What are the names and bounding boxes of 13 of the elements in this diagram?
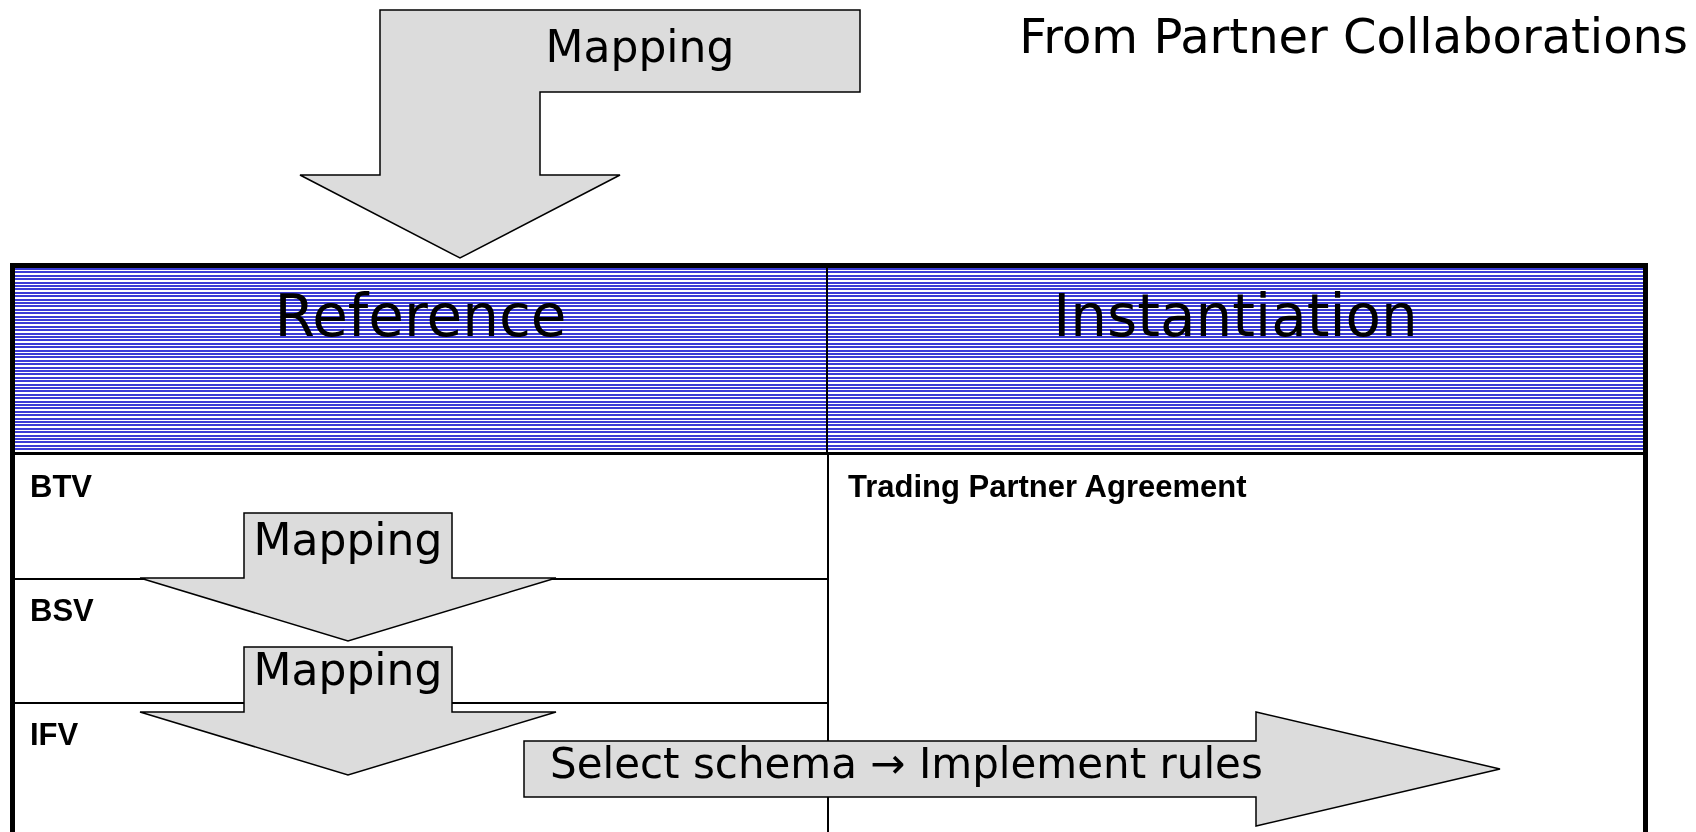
row-label: BTV — [30, 469, 92, 504]
edge-label: Mapping — [252, 517, 444, 564]
edge-label: Mapping — [544, 24, 736, 71]
block-arrow — [299, 9, 861, 259]
block-arrow — [139, 512, 557, 642]
row-label: BSV — [30, 593, 94, 628]
title: From Partner Collaborations — [1019, 8, 1688, 64]
row-label: IFV — [30, 717, 79, 752]
block-arrow — [523, 711, 1501, 827]
row-label: Trading Partner Agreement — [848, 469, 1247, 504]
edge-label: Mapping — [252, 647, 444, 694]
block-arrow — [139, 646, 557, 776]
edge-label: Select schema → Implement rules — [550, 742, 1264, 787]
